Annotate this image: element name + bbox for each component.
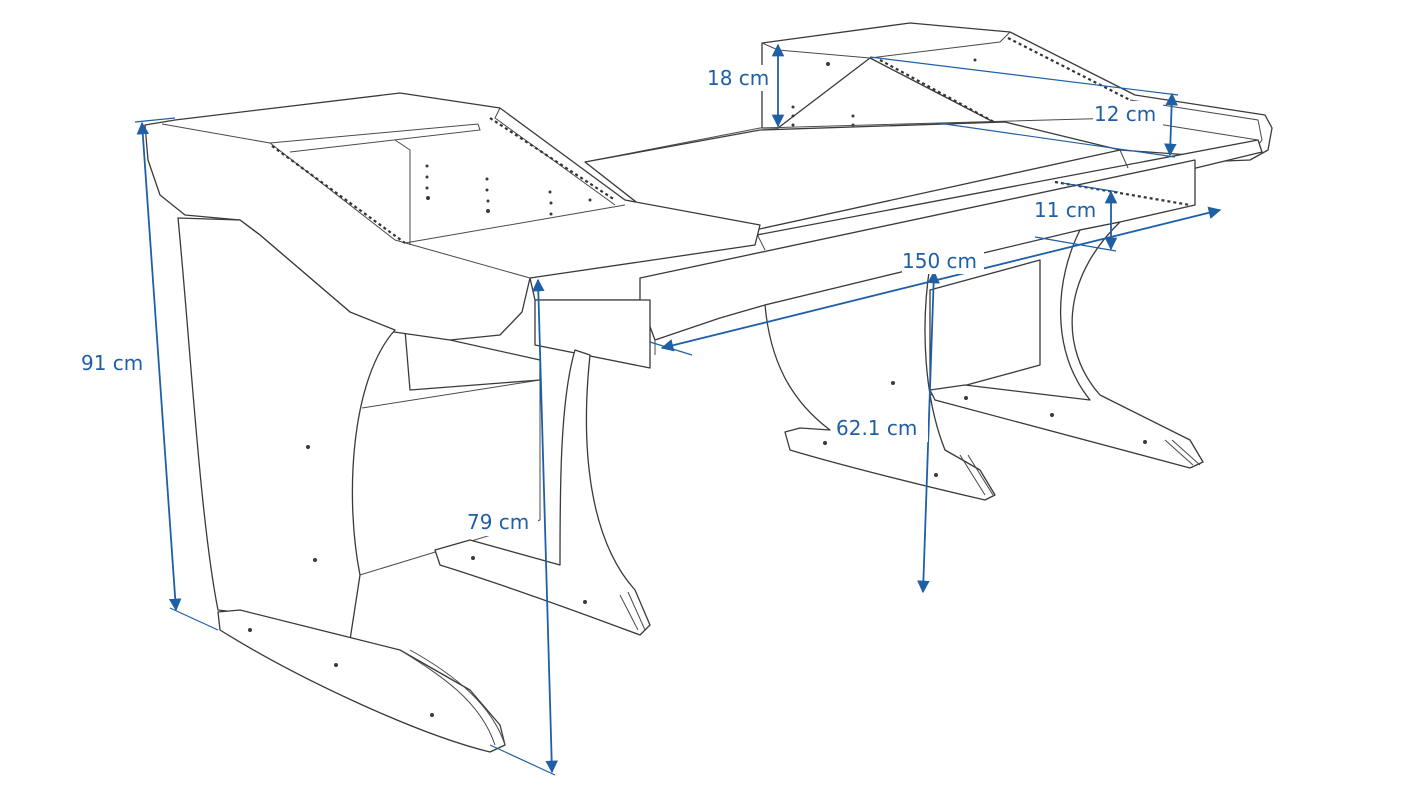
right-rack-unit <box>761 22 1273 163</box>
tray-height-label: 11 cm <box>1034 198 1096 222</box>
desk-drawing <box>144 22 1273 753</box>
knee-clearance-line <box>917 270 940 594</box>
overall-height-line <box>136 121 182 612</box>
surface-height-ext-bottom <box>489 744 556 776</box>
overall-height-ext-bottom <box>169 607 219 631</box>
lower-rack-height-label: 12 cm <box>1094 102 1156 126</box>
overall-height-ext-top <box>134 117 176 123</box>
dimension-lines <box>134 43 1222 776</box>
surface-height-line <box>532 278 558 774</box>
lower-rack-height-line <box>1164 92 1178 157</box>
lower-rack-ext-top <box>869 56 1179 96</box>
desk-width-label: 150 cm <box>902 249 977 273</box>
left-foot <box>217 609 506 753</box>
dimension-labels: 91 cm 79 cm 150 cm 62.1 cm 18 cm 12 cm 1… <box>81 65 1163 536</box>
front-inner-leg <box>434 349 651 636</box>
knee-clearance-label: 62.1 cm <box>836 416 917 440</box>
tray-ext-top <box>1061 182 1119 193</box>
tray-ext-bottom <box>1034 236 1117 252</box>
left-rack-unit <box>144 92 761 341</box>
desk-width-line <box>660 206 1222 352</box>
surface-height-label: 79 cm <box>467 510 529 534</box>
overall-height-label: 91 cm <box>81 351 143 375</box>
lower-rack-ext-bottom <box>937 122 1176 158</box>
width-ext-left <box>649 341 693 356</box>
upper-rack-height-label: 18 cm <box>707 66 769 90</box>
